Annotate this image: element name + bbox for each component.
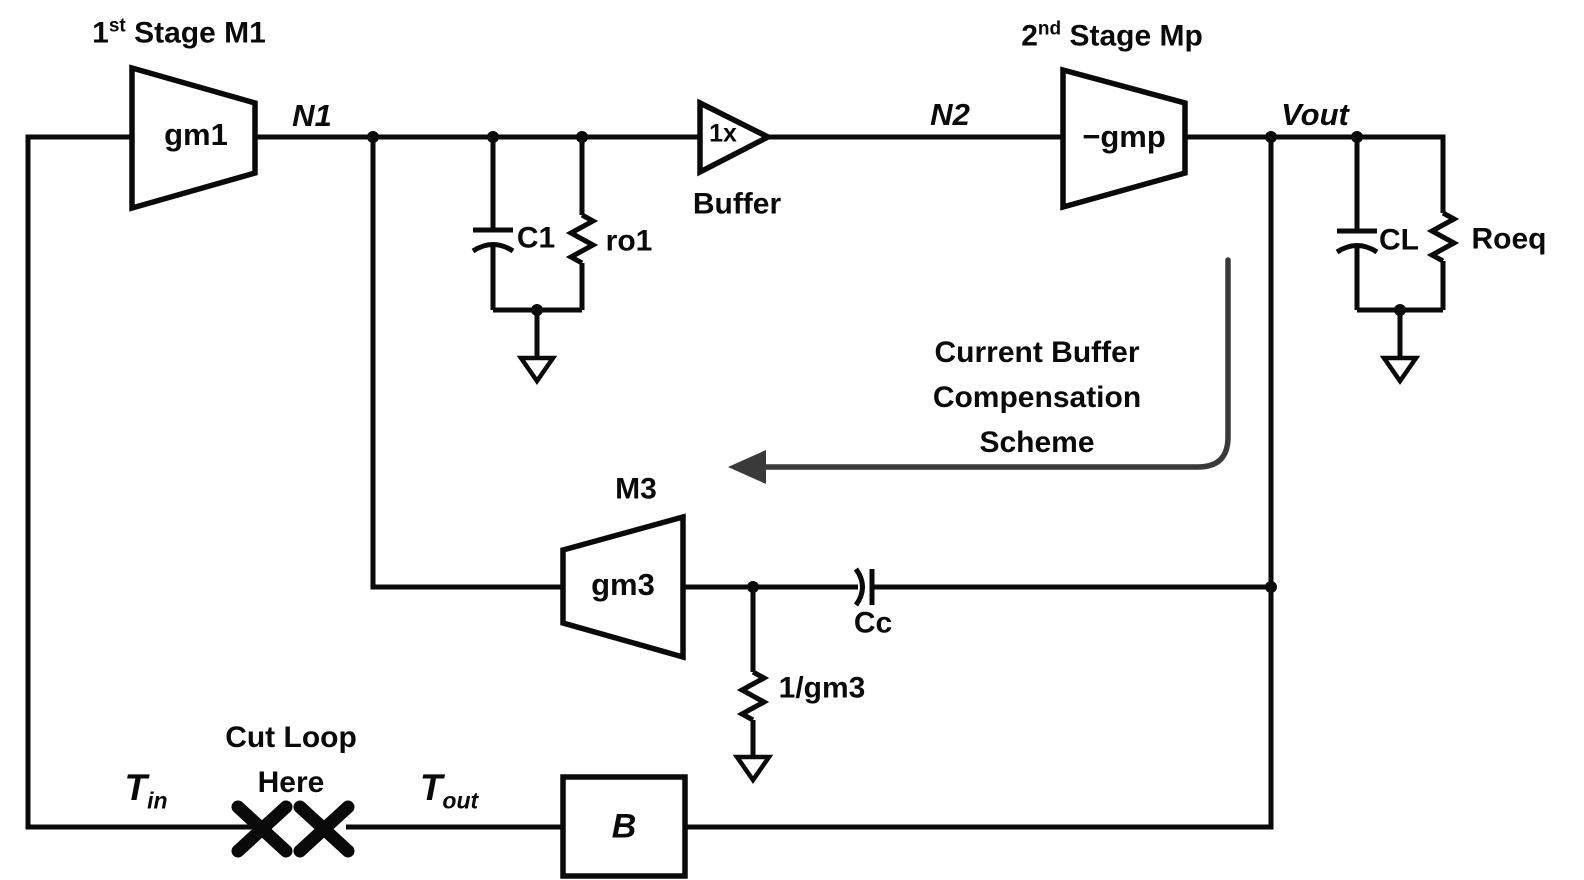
cut-x-icon [293, 800, 355, 858]
node-label-n2: N2 [930, 96, 970, 132]
t-out-sub: out [442, 787, 479, 814]
capacitor-cc [853, 567, 875, 607]
node-label-vout: Vout [1281, 96, 1349, 132]
amplifier-gm3 [560, 513, 686, 661]
c1-label: C1 [516, 221, 556, 255]
wire-b-to-vout [685, 137, 1274, 830]
compensation-scheme-note: Current Buffer Compensation Scheme [933, 330, 1141, 465]
resistor-roeq [1426, 210, 1460, 264]
stage2-sup: nd [1037, 18, 1062, 40]
junction-dot [531, 304, 543, 316]
junction-dot [1265, 581, 1277, 593]
cl-label: CL [1379, 223, 1419, 257]
buffer-label: Buffer [692, 187, 782, 221]
junction-dot [1394, 304, 1406, 316]
compensation-arrow-line [763, 257, 1231, 470]
ground-icon-2 [1379, 355, 1421, 385]
junction-dot [367, 131, 379, 143]
stage1-rest: Stage M1 [125, 16, 266, 50]
gain-label-gm3: gm3 [591, 566, 655, 602]
stage1-sup: st [108, 15, 126, 37]
cut-loop-line1: Cut Loop [225, 721, 357, 754]
amplifier-gmp [1060, 66, 1188, 211]
cc-label: Cc [853, 606, 893, 640]
grounds [516, 355, 1421, 784]
t-out-label: Tout [419, 767, 479, 814]
compensation-note-line3: Scheme [979, 426, 1095, 459]
resistors [565, 210, 1460, 723]
stage2-label: 2nd Stage Mp [1021, 18, 1203, 53]
resistor-1gm3 [736, 669, 770, 723]
junction-dot [747, 581, 759, 593]
b-block-label: B [611, 807, 637, 846]
wire-vout-load [1185, 134, 1446, 213]
compensation-arrowhead-icon [728, 450, 766, 484]
t-out-base: T [419, 767, 443, 809]
compensation-arrow [728, 257, 1231, 484]
cut-loop-note: Cut Loop Here [225, 715, 357, 805]
t-in-base: T [124, 767, 148, 809]
capacitors [471, 227, 1379, 607]
buffer-gain-label: 1x [709, 119, 737, 148]
wire-n1-to-gm3 [370, 137, 563, 590]
stage2-num: 2 [1021, 19, 1038, 53]
junction-dots [367, 131, 1406, 593]
inv-gm3-label: 1/gm3 [778, 671, 866, 705]
stage2-rest: Stage Mp [1061, 19, 1203, 53]
junction-dot-vout [1265, 131, 1277, 143]
buffer-triangle [697, 98, 775, 177]
cut-loop-line2: Here [257, 766, 325, 799]
roeq-label: Roeq [1471, 222, 1547, 256]
junction-dot [1351, 131, 1363, 143]
cut-x-icon [231, 800, 293, 858]
ro1-label: ro1 [605, 224, 653, 258]
stage1-num: 1 [92, 16, 109, 50]
resistor-ro1 [565, 212, 599, 266]
gain-label-gmp: −gmp [1082, 118, 1166, 154]
gain-label-gm1: gm1 [164, 116, 228, 152]
m3-label: M3 [615, 472, 657, 506]
feedback-block-b [560, 774, 688, 879]
capacitor-cl [1335, 228, 1379, 255]
junction-dot [576, 131, 588, 143]
ground-icon-1 [516, 355, 558, 385]
wire-left-loop [25, 134, 272, 830]
compensation-note-line2: Compensation [932, 381, 1142, 414]
amplifier-gm1 [129, 64, 258, 212]
junction-dot [487, 131, 499, 143]
cut-loop-marks [231, 800, 355, 858]
stage1-label: 1st Stage M1 [92, 15, 266, 50]
node-label-n1: N1 [292, 97, 332, 133]
t-in-sub: in [147, 787, 168, 814]
compensation-note-line1: Current Buffer [934, 336, 1140, 369]
ground-icon-3 [732, 754, 774, 784]
t-in-label: Tin [124, 767, 168, 814]
capacitor-c1 [471, 227, 515, 254]
